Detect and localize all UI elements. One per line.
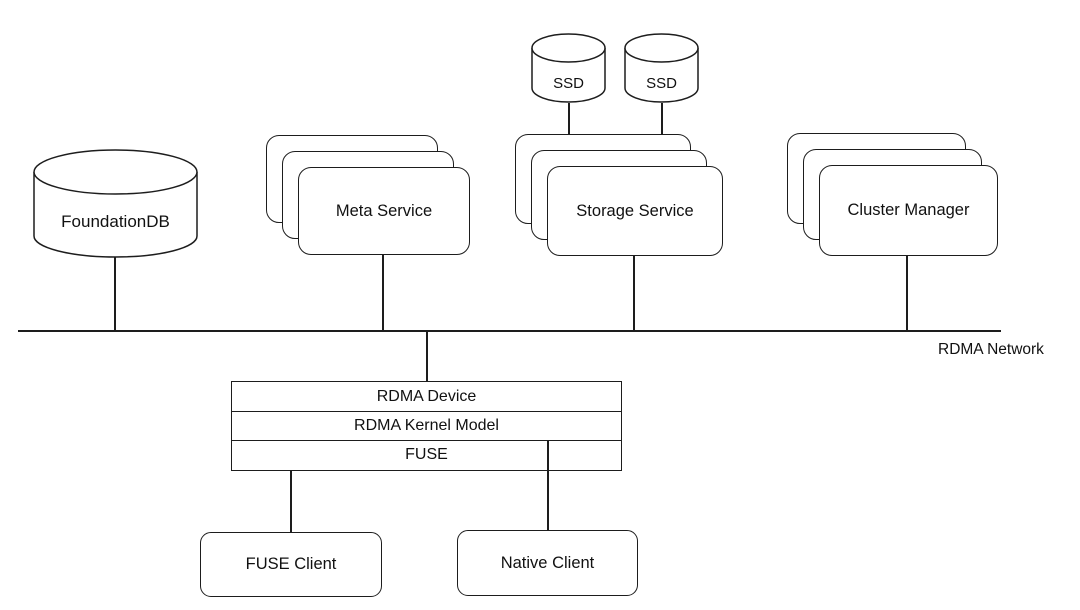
cylinder-shape: [624, 33, 699, 103]
edge-ssd1-storage: [568, 103, 570, 141]
ssd1-label: SSD: [553, 75, 584, 92]
cluster-manager-label: Cluster Manager: [847, 201, 970, 219]
edge-foundationdb-network: [114, 256, 116, 332]
storage-service-node: Storage Service: [547, 166, 723, 256]
rdma-device-row: RDMA Device: [376, 387, 477, 405]
ssd2-cylinder: SSD: [624, 33, 699, 104]
edge-meta-network: [382, 255, 384, 332]
rdma-network-bus: [18, 330, 1001, 332]
edge-network-rdmadevice: [426, 332, 428, 382]
native-client-node: Native Client: [457, 530, 638, 596]
edge-ssd2-storage: [661, 103, 663, 141]
edge-cluster-network: [906, 256, 908, 332]
edge-storage-network: [633, 256, 635, 332]
rdma-kernel-model-row: RDMA Kernel Model: [232, 411, 621, 440]
ssd1-cylinder: SSD: [531, 33, 606, 104]
cluster-manager-node: Cluster Manager: [819, 165, 998, 256]
cylinder-shape: [531, 33, 606, 103]
meta-service-node: Meta Service: [298, 167, 470, 255]
fuse-client-node: FUSE Client: [200, 532, 382, 597]
foundationdb-label: FoundationDB: [61, 212, 170, 231]
fuse-row: FUSE: [232, 440, 621, 469]
ssd2-label: SSD: [646, 75, 677, 92]
rdma-network-label: RDMA Network: [938, 341, 1044, 358]
fuse-client-label: FUSE Client: [245, 555, 337, 573]
meta-service-label: Meta Service: [335, 201, 433, 220]
edge-fuse-fuseclient: [290, 469, 292, 533]
storage-service-label: Storage Service: [576, 201, 694, 220]
edge-kernel-nativeclient: [547, 440, 549, 531]
foundationdb-cylinder: FoundationDB: [33, 149, 198, 258]
rdma-layer-box: RDMA Device RDMA Kernel Model FUSE: [231, 381, 622, 471]
native-client-label: Native Client: [500, 553, 595, 572]
cylinder-shape: [33, 149, 198, 258]
